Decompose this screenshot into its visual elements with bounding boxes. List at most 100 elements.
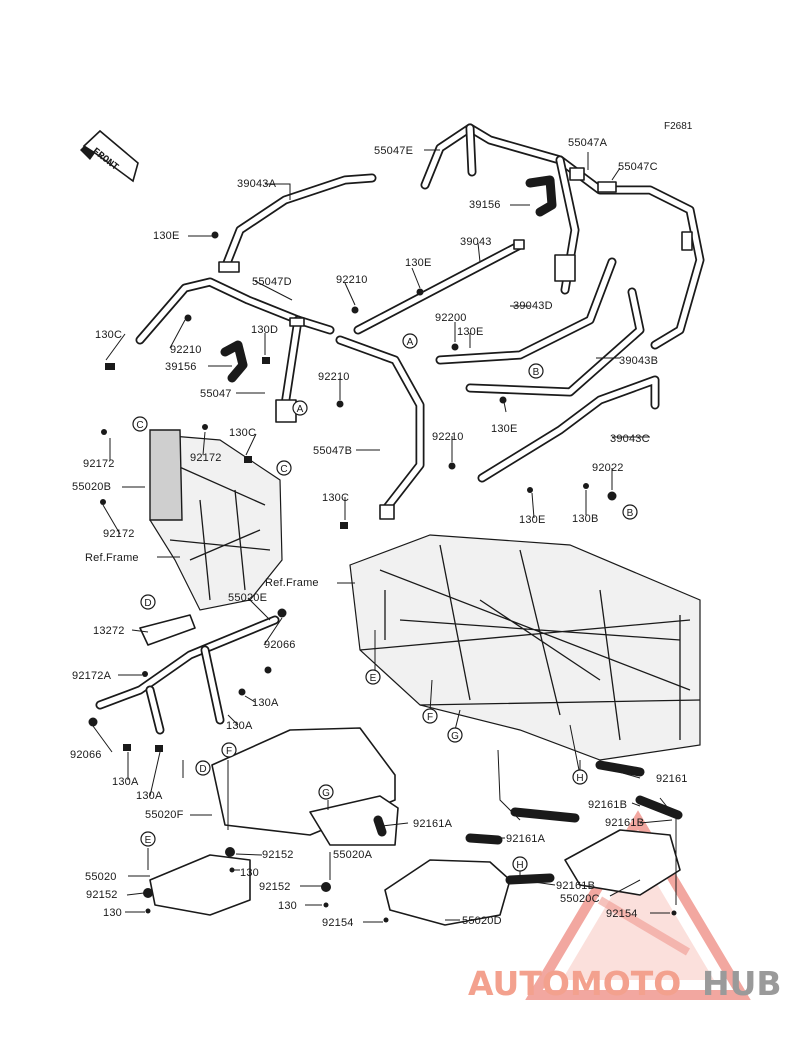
label-130e-5: 130E	[519, 514, 546, 526]
label-55047: 55047	[200, 388, 232, 400]
rops-front-assembly-55047d	[135, 277, 335, 423]
label-92022: 92022	[592, 462, 624, 474]
callout-letters: A A B B C C D D E E F F G G H H	[132, 333, 638, 872]
label-92210-1: 92210	[336, 274, 368, 286]
svg-text:D: D	[199, 764, 206, 775]
rops-side-55047b	[335, 335, 425, 520]
fastener-bolts	[88, 231, 677, 923]
label-92172-1: 92172	[83, 458, 115, 470]
label-55047e: 55047E	[374, 145, 413, 157]
svg-text:H: H	[516, 860, 523, 871]
label-39043d: 39043D	[513, 300, 553, 312]
frame-main-section	[349, 534, 701, 761]
label-55020c: 55020C	[560, 893, 600, 905]
label-92066-2: 92066	[70, 749, 102, 761]
label-39156-1: 39156	[469, 199, 501, 211]
label-92210-2: 92210	[170, 344, 202, 356]
callout-h-1: H	[572, 769, 588, 785]
diagram-code: F2681	[664, 121, 693, 132]
label-130-1: 130	[240, 867, 259, 879]
label-130a-3: 130A	[112, 776, 139, 788]
grab-handle-39156-rear	[525, 175, 557, 217]
skid-plate-55020c	[564, 829, 681, 896]
label-130a-4: 130A	[136, 790, 163, 802]
label-92154-1: 92154	[322, 917, 354, 929]
svg-text:H: H	[576, 773, 583, 784]
skid-plate-55020a	[309, 795, 399, 846]
cross-tube-39043a	[218, 173, 377, 273]
svg-text:B: B	[627, 508, 634, 519]
label-55047a: 55047A	[568, 137, 608, 149]
label-55020e: 55020E	[228, 592, 267, 604]
label-92161b-2: 92161B	[605, 817, 644, 829]
strip-92161b-3	[505, 873, 555, 885]
label-39043: 39043	[460, 236, 492, 248]
cross-tube-39043d	[435, 257, 617, 365]
label-130e-4: 130E	[491, 423, 518, 435]
label-92210-3: 92210	[318, 371, 350, 383]
label-13272: 13272	[93, 625, 125, 637]
label-55047b: 55047B	[313, 445, 352, 457]
callout-d-1: D	[140, 594, 156, 610]
label-ref-frame-1: Ref.Frame	[85, 552, 139, 564]
cross-tube-39043	[353, 239, 525, 335]
label-130a-2: 130A	[226, 720, 253, 732]
label-55020: 55020	[85, 871, 117, 883]
label-130-2: 130	[278, 900, 297, 912]
cross-tube-39043b	[465, 287, 645, 397]
rops-rear-upper-assembly-55047e	[420, 123, 705, 350]
callout-c-2: C	[276, 460, 292, 476]
svg-text:F: F	[427, 712, 433, 723]
label-92161a-1: 92161A	[413, 818, 453, 830]
label-130e-1: 130E	[153, 230, 180, 242]
label-92172a: 92172A	[72, 670, 112, 682]
svg-text:G: G	[322, 788, 330, 799]
label-55047d: 55047D	[252, 276, 292, 288]
callout-e-2: E	[140, 831, 156, 847]
callout-d-2: D	[195, 760, 211, 776]
svg-text:A: A	[407, 337, 414, 348]
callout-h-2: H	[512, 856, 528, 872]
leader-lines	[92, 149, 677, 923]
svg-text:C: C	[136, 420, 143, 431]
watermark-text: AUTOMOTO HUB	[468, 964, 782, 1003]
label-130c-2: 130C	[229, 427, 256, 439]
front-direction-arrow: FRONT	[80, 129, 139, 183]
label-92161b-1: 92161B	[588, 799, 627, 811]
label-92152-2: 92152	[259, 881, 291, 893]
callout-f-2: F	[221, 742, 237, 758]
label-55020b: 55020B	[72, 481, 111, 493]
part-number-labels: 39043A 130E 55047E 55047A 55047C 39156 3…	[70, 137, 688, 929]
label-92161: 92161	[656, 773, 688, 785]
strip-92161	[595, 760, 645, 777]
callout-a-1: A	[402, 333, 418, 349]
label-130b: 130B	[572, 513, 599, 525]
label-55020f: 55020F	[145, 809, 184, 821]
skid-plate-55020	[149, 854, 251, 916]
label-130a-1: 130A	[252, 697, 279, 709]
strip-92161b-1	[510, 807, 580, 823]
label-92172-2: 92172	[190, 452, 222, 464]
svg-text:B: B	[533, 367, 540, 378]
label-ref-frame-2: Ref.Frame	[265, 577, 319, 589]
skid-plate-55020d	[384, 859, 511, 926]
label-39043c: 39043C	[610, 433, 650, 445]
callout-a-2: A	[292, 400, 308, 416]
label-39156-2: 39156	[165, 361, 197, 373]
callout-f-1: F	[422, 708, 438, 724]
label-130e-2: 130E	[405, 257, 432, 269]
callout-b-1: B	[528, 363, 544, 379]
watermark-text-hub: HUB	[702, 964, 782, 1003]
label-92172-3: 92172	[103, 528, 135, 540]
label-130e-3: 130E	[457, 326, 484, 338]
label-55020d: 55020D	[462, 915, 502, 927]
label-92152-1: 92152	[262, 849, 294, 861]
callout-b-2: B	[622, 504, 638, 520]
svg-text:F: F	[226, 746, 232, 757]
cross-tube-39043c	[477, 375, 660, 483]
label-92200: 92200	[435, 312, 467, 324]
callout-c-1: C	[132, 416, 148, 432]
svg-text:A: A	[297, 404, 304, 415]
